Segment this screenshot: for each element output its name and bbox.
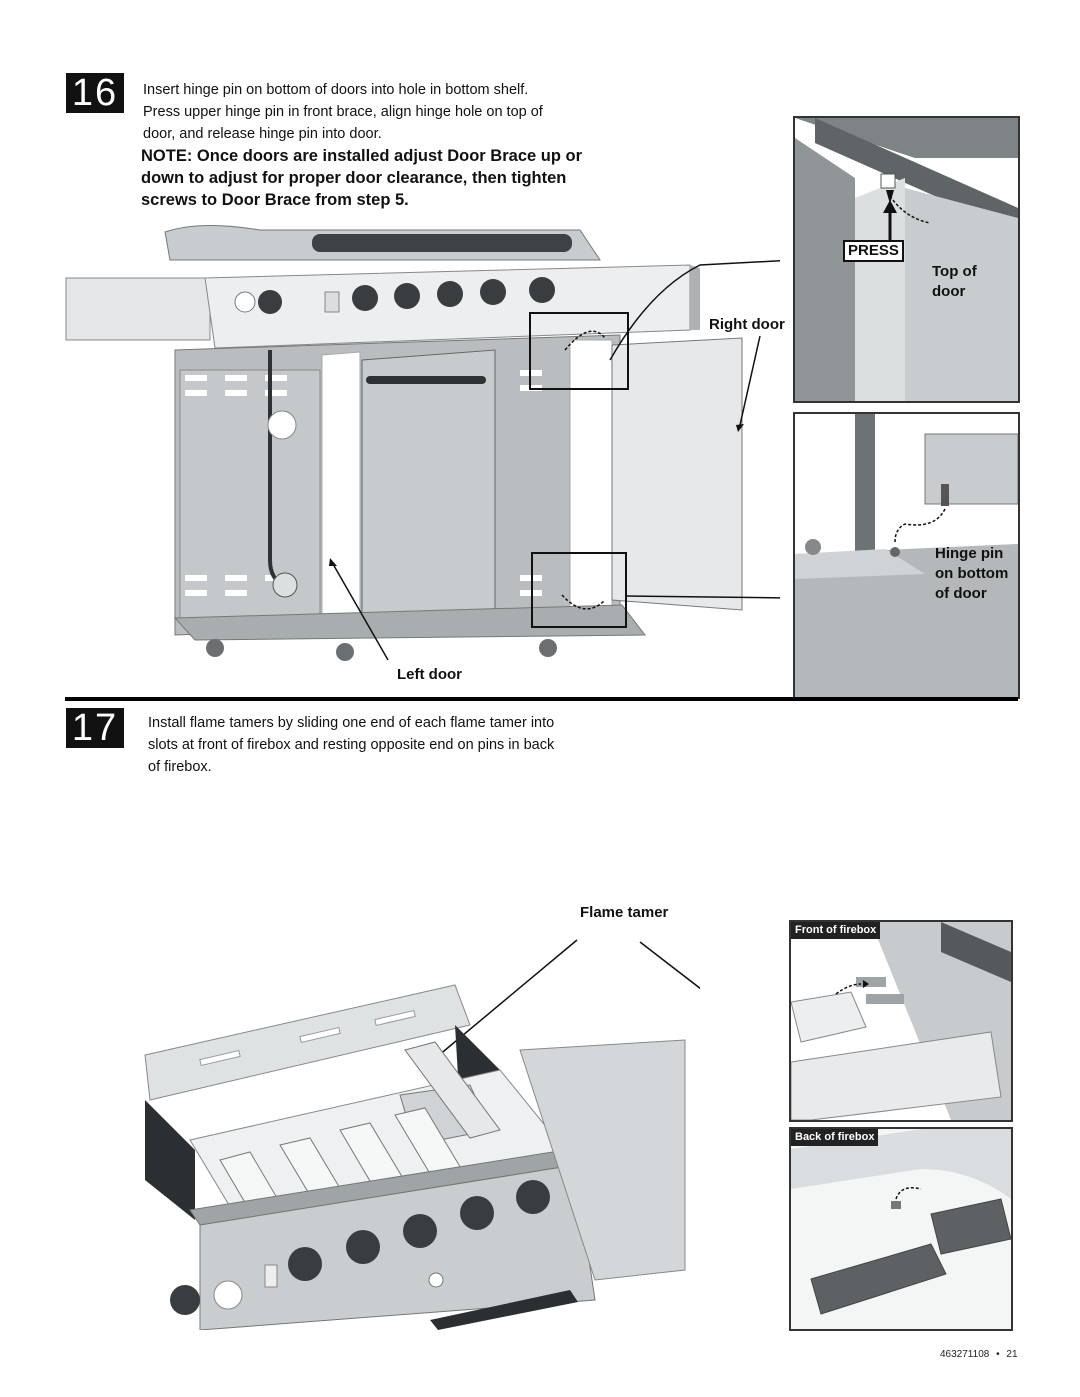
front-of-firebox-detail: Front of firebox [789,920,1013,1122]
top-of-door-label: Top of door [932,263,977,300]
doc-number: 463271108 [940,1349,990,1360]
back-of-firebox-label: Back of firebox [791,1129,879,1146]
left-door-label: Left door [397,666,462,683]
press-label: PRESS [843,240,904,262]
bottom-hinge-highlight [531,552,627,628]
step-17-number: 17 [66,708,124,748]
section-divider [65,697,1018,701]
back-of-firebox-detail: Back of firebox [789,1127,1013,1331]
front-of-firebox-label: Front of firebox [791,922,881,939]
step-16-note: NOTE: Once doors are installed adjust Do… [141,145,611,211]
step-16-line-1: Insert hinge pin on bottom of doors into… [143,82,529,98]
step-17-line-1: Install flame tamers by sliding one end … [148,715,555,731]
step-16-line-3: door, and release hinge pin into door. [143,126,382,142]
step-16-number: 16 [66,73,124,113]
page-number: 21 [1006,1349,1018,1360]
note-line-2: down to adjust for proper door clearance… [141,169,567,187]
page-footer: 463271108 • 21 [940,1349,1018,1360]
hinge-pin-label: Hinge pin on bottom of door [935,545,1009,602]
step-16-line-2: Press upper hinge pin in front brace, al… [143,104,543,120]
right-door-label: Right door [709,316,785,333]
knob-row [234,277,555,314]
step-17-line-2: slots at front of firebox and resting op… [148,737,555,753]
grill-door-illustration [65,225,780,661]
note-line-3: screws to Door Brace from step 5. [141,191,409,209]
flame-tamer-label: Flame tamer [580,904,669,921]
step-17-line-3: of firebox. [148,759,212,775]
top-of-door-detail: PRESS Top of door [793,116,1020,403]
hinge-pin-detail: Hinge pin on bottom of door [793,412,1020,699]
firebox-illustration [144,939,700,1330]
top-hinge-highlight [529,312,629,390]
step-16-instructions: Insert hinge pin on bottom of doors into… [143,79,613,145]
step-17-instructions: Install flame tamers by sliding one end … [148,712,618,778]
footer-separator: • [996,1349,1000,1360]
note-line-1: NOTE: Once doors are installed adjust Do… [141,147,583,165]
